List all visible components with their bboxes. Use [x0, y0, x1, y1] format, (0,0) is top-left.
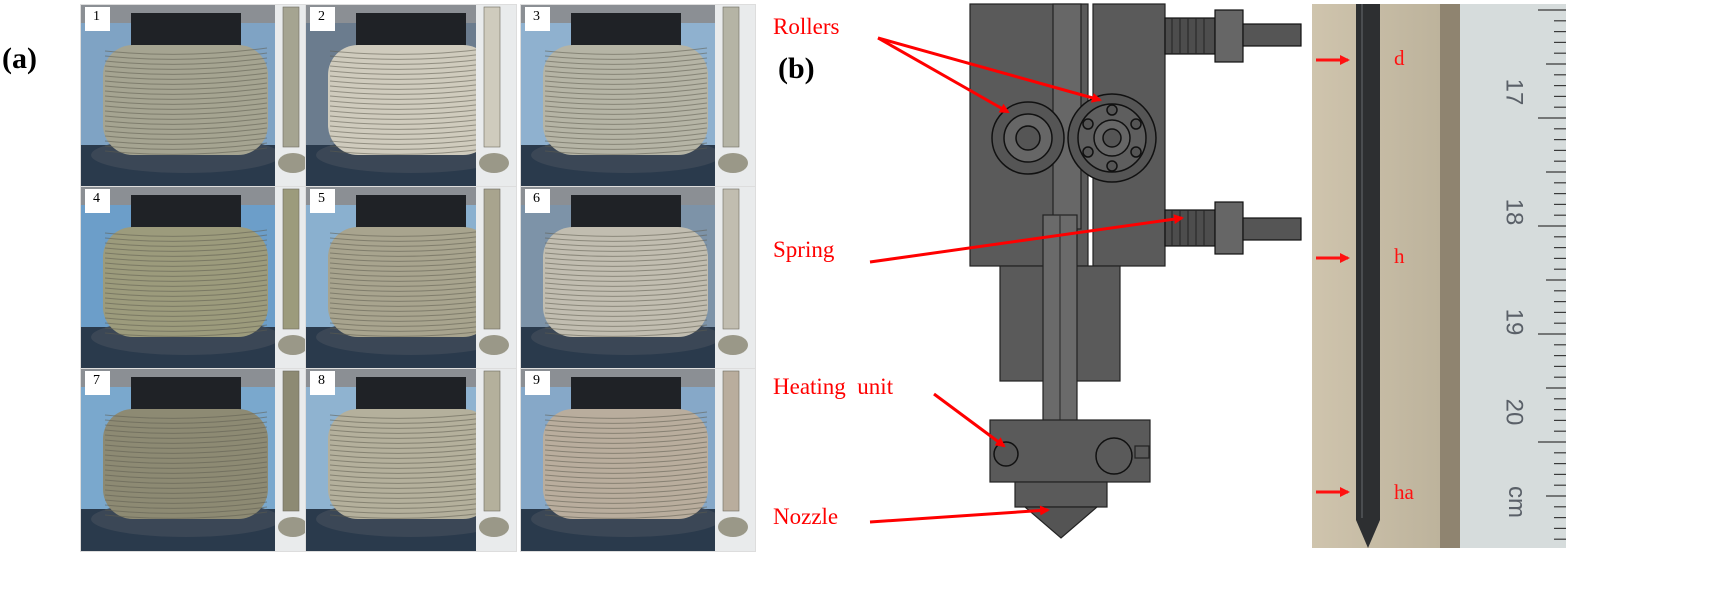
ruler-number: 20 — [1500, 398, 1528, 426]
filament-spool-photo: 2 — [305, 4, 517, 188]
roller-right — [1067, 93, 1157, 183]
spring-arrow — [869, 214, 1184, 264]
ruler-number: 18 — [1500, 198, 1528, 226]
tile-number: 9 — [525, 371, 550, 395]
rollers-arrow-right — [877, 36, 1102, 103]
tile-number: 7 — [85, 371, 110, 395]
tile-number: 2 — [310, 7, 335, 31]
ruler-number: cm — [1503, 486, 1530, 518]
mark-ha-label: ha — [1394, 480, 1414, 504]
filament-strand — [1356, 4, 1380, 548]
roller-left — [991, 101, 1065, 175]
filament-spool-photo: 4 — [80, 186, 316, 370]
heating-unit-label: Heating unit — [773, 374, 894, 399]
rollers-arrow-left — [877, 36, 1010, 114]
filament-spool-photo: 6 — [520, 186, 756, 370]
filament-spool-photo: 9 — [520, 368, 756, 552]
mark-d-label: d — [1394, 46, 1405, 70]
nozzle-label: Nozzle — [773, 504, 839, 529]
tile-number: 6 — [525, 189, 550, 213]
tile-number: 8 — [310, 371, 335, 395]
panel-b-label: (b) — [778, 52, 815, 85]
ruler-number: 19 — [1500, 308, 1528, 336]
spring-label: Spring — [773, 237, 835, 262]
heating-screw — [993, 441, 1019, 467]
filament-spool-photo: 1 — [80, 4, 316, 188]
rollers-label: Rollers — [773, 14, 840, 39]
filament-spool-photo: 3 — [520, 4, 756, 188]
mark-h-label: h — [1394, 244, 1405, 268]
spring-top — [1164, 9, 1302, 63]
ruler-number: 17 — [1500, 78, 1528, 106]
heating-arrow — [933, 392, 1006, 448]
filament-spool-photo: 7 — [80, 368, 316, 552]
filament-spool-photo: 5 — [305, 186, 517, 370]
clamp-knob — [1095, 437, 1133, 475]
tile-number: 1 — [85, 7, 110, 31]
tile-number: 5 — [310, 189, 335, 213]
nozzle-arrow — [869, 505, 1050, 524]
panel-a-label: (a) — [2, 42, 37, 75]
tile-number: 3 — [525, 7, 550, 31]
filament-spool-photo: 8 — [305, 368, 517, 552]
tile-number: 4 — [85, 189, 110, 213]
spring-bottom — [1164, 201, 1302, 255]
